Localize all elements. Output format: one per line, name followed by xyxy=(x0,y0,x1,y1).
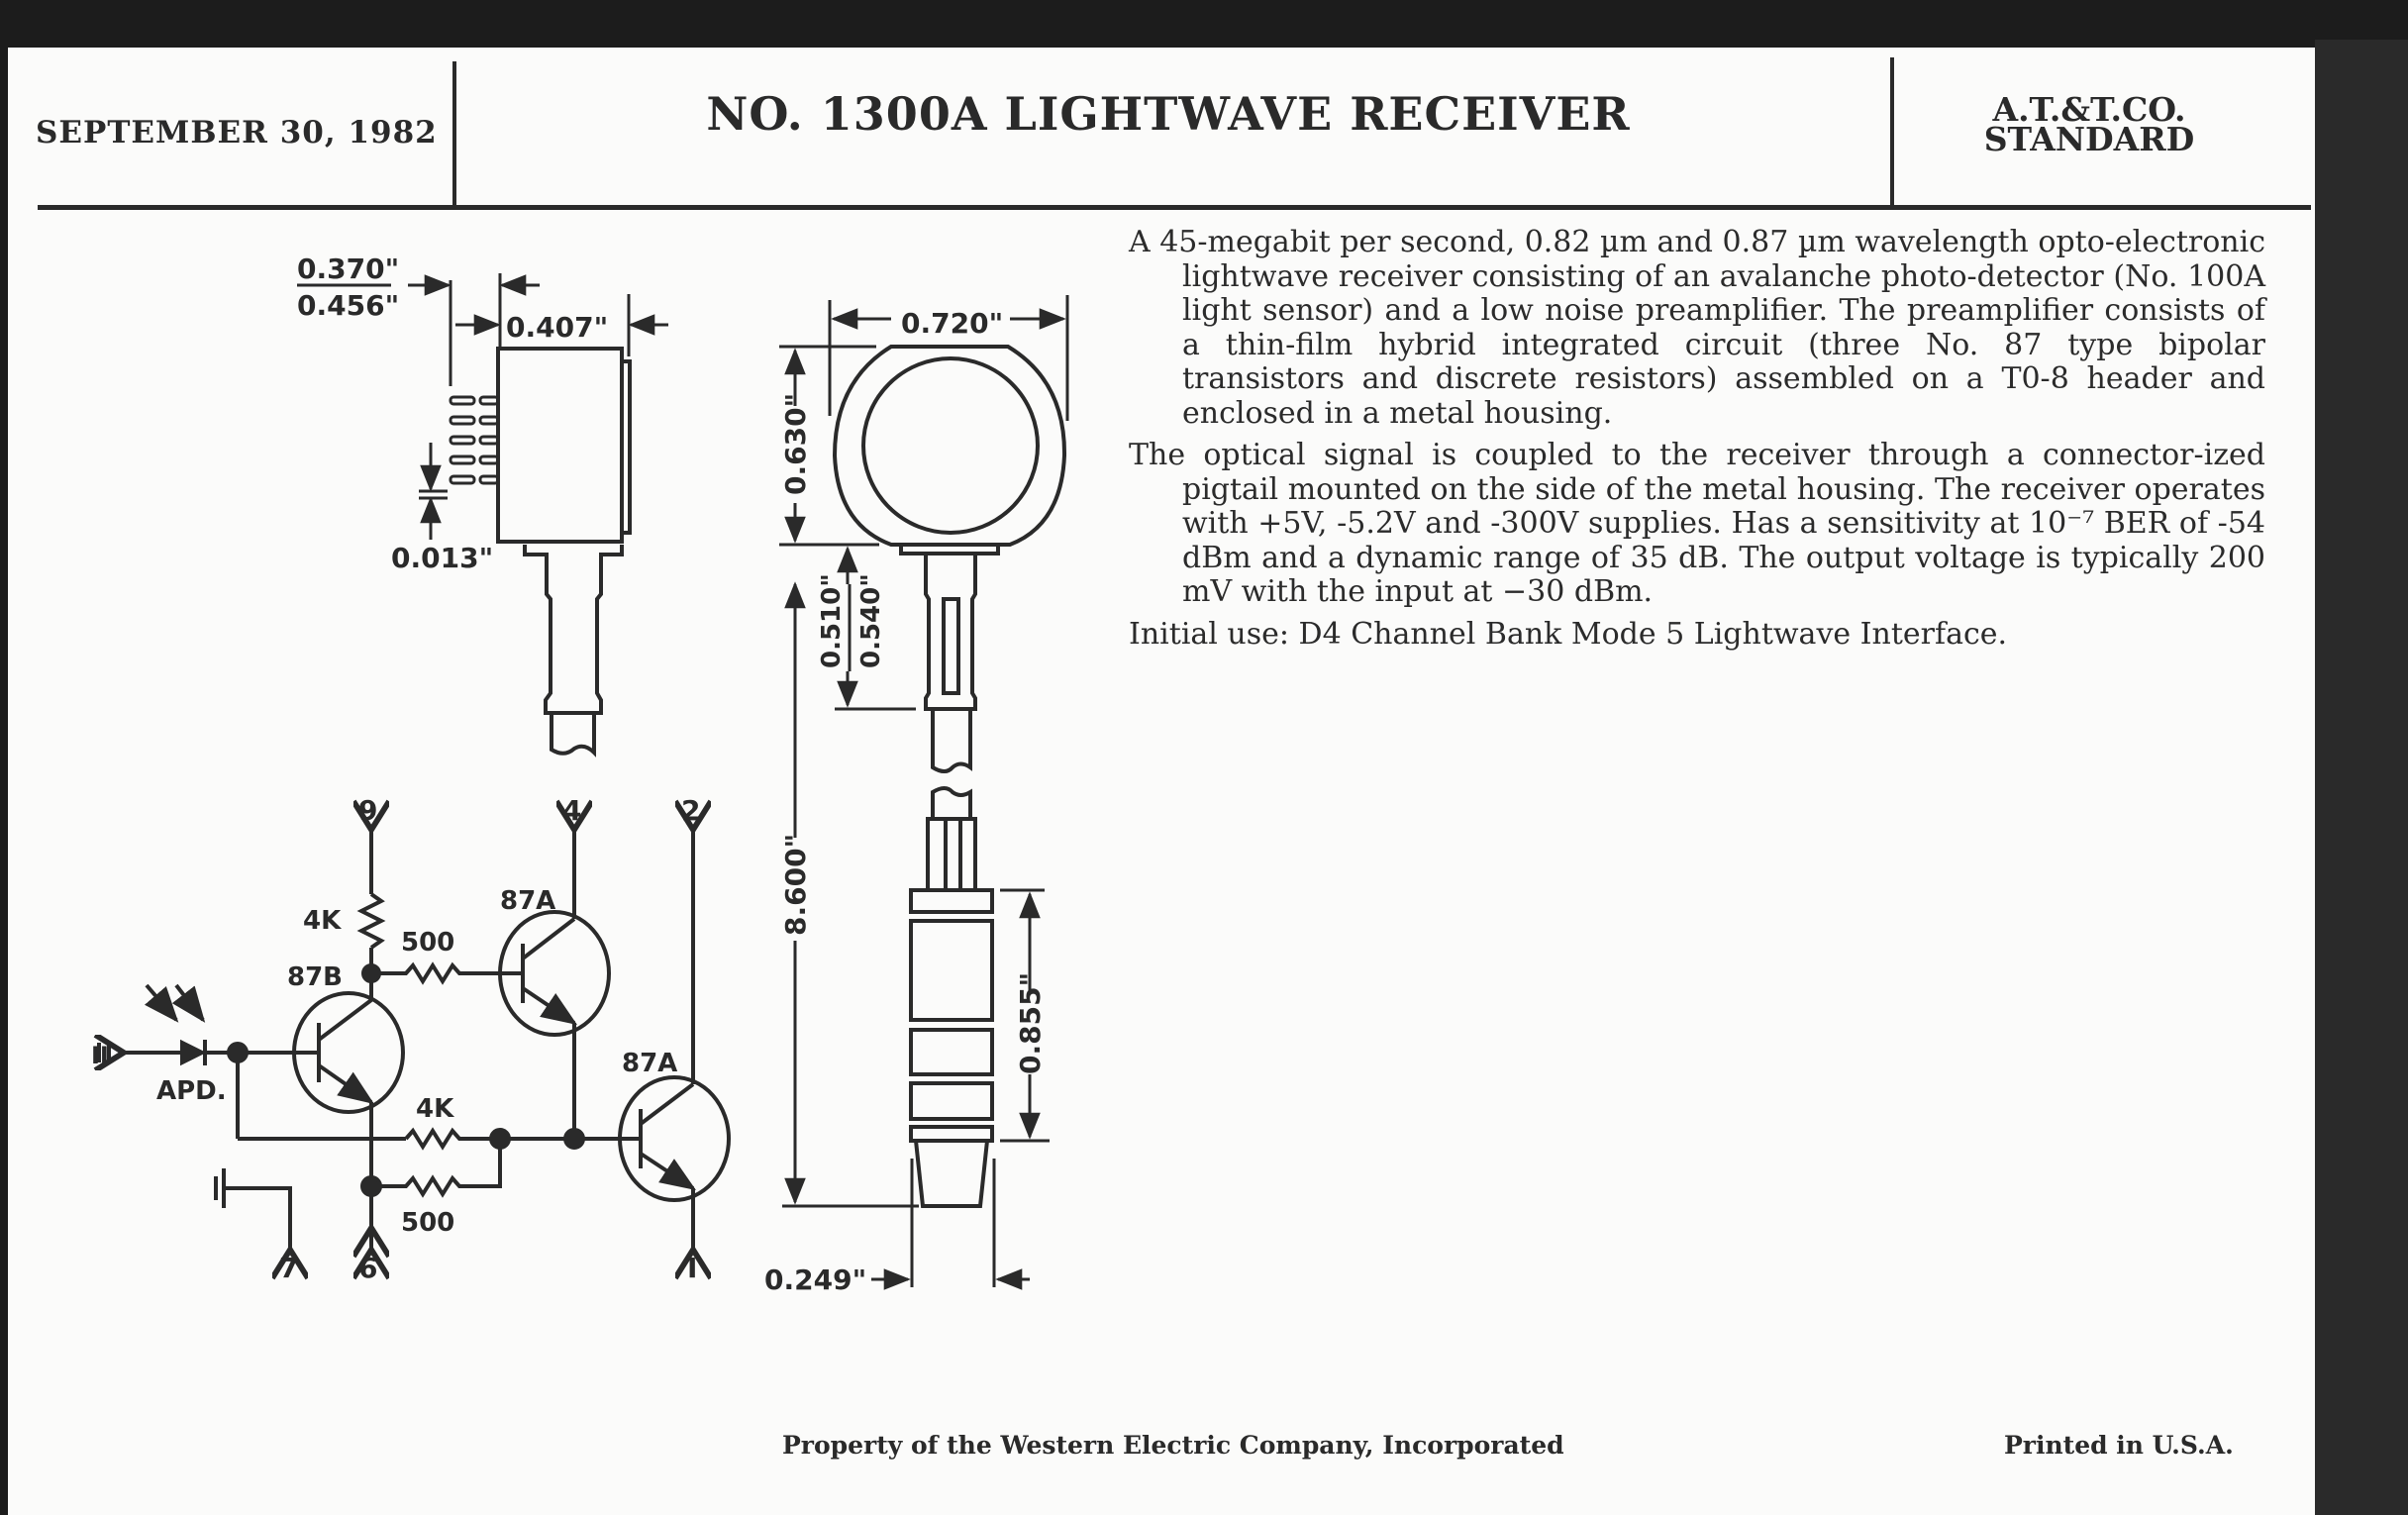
housing-flange xyxy=(899,543,1000,556)
resistor-4k-feedback xyxy=(404,1127,500,1151)
scan-border xyxy=(2315,40,2408,1515)
receiver-housing xyxy=(832,345,1067,547)
header-rule xyxy=(38,205,2311,210)
connector-tip xyxy=(913,1139,990,1208)
dim-tip-diameter: 0.249" xyxy=(764,1263,866,1296)
dim-lead-thickness: 0.013" xyxy=(391,542,493,574)
resistor-500-base-label: 500 xyxy=(401,928,454,958)
standard-line2: STANDARD xyxy=(1983,120,2195,158)
transistor-87b-label: 87B xyxy=(287,962,343,992)
resistor-500-emitter-label: 500 xyxy=(401,1208,454,1238)
strain-relief xyxy=(926,817,977,892)
housing-cover xyxy=(624,359,632,535)
resistor-4k-collector-label: 4K xyxy=(303,906,342,936)
schematic xyxy=(99,830,731,1250)
connector-body xyxy=(909,919,994,1022)
standard-badge: A.T.&T.CO. STANDARD xyxy=(1941,90,2238,158)
pigtail-stem xyxy=(924,554,977,711)
dim-lead-offset-min: 0.370" xyxy=(297,252,399,285)
description-paragraph: A 45-megabit per second, 0.82 µm and 0.8… xyxy=(1129,225,2265,431)
pigtail-fiber xyxy=(550,715,596,758)
connector-ring xyxy=(909,1125,994,1143)
footer-property: Property of the Western Electric Company… xyxy=(782,1431,1564,1460)
dim-stem-max: 0.540" xyxy=(856,573,886,668)
description-paragraph: Initial use: D4 Channel Bank Mode 5 Ligh… xyxy=(1129,616,2008,652)
pin-4-label: 4 xyxy=(562,794,581,827)
transistor-87a-upper-label: 87A xyxy=(500,886,555,916)
header-divider-left xyxy=(452,61,456,206)
dim-housing-height: 0.630" xyxy=(779,393,812,495)
pin-9-label: 9 xyxy=(358,794,377,827)
footer-printed: Printed in U.S.A. xyxy=(2004,1431,2234,1460)
resistor-4k-feedback-label: 4K xyxy=(416,1094,454,1124)
side-view-drawing xyxy=(297,273,668,758)
dim-lead-offset-max: 0.456" xyxy=(297,289,399,322)
connector-body xyxy=(909,1028,994,1076)
dim-stem-min: 0.510" xyxy=(817,573,847,668)
datasheet-page xyxy=(8,48,2315,1515)
pigtail-stem xyxy=(523,545,624,715)
resistor-500-base xyxy=(371,961,500,985)
housing-body xyxy=(496,347,624,544)
connector-body xyxy=(909,1081,994,1121)
header-divider-right xyxy=(1890,57,1894,206)
pin-6-label: 6 xyxy=(358,1252,377,1284)
dim-connector-length: 0.855" xyxy=(1014,972,1047,1074)
transistor-87a-lower-label: 87A xyxy=(622,1049,677,1078)
dim-total-length: 8.600" xyxy=(779,834,812,936)
connector-ring xyxy=(909,888,994,914)
fiber-top xyxy=(931,709,972,773)
pin-1-label: I xyxy=(687,1252,697,1284)
pin-7-label: 7 xyxy=(279,1252,298,1284)
description: A 45-megabit per second, 0.82 µm and 0.8… xyxy=(1129,225,2265,659)
front-view-drawing xyxy=(779,295,1069,1290)
fiber-bottom xyxy=(931,786,972,821)
pin-11-label: II xyxy=(91,1042,109,1069)
page-title: NO. 1300A LIGHTWAVE RECEIVER xyxy=(706,87,1631,141)
pin-2-label: 2 xyxy=(681,794,700,827)
description-paragraph: The optical signal is coupled to the rec… xyxy=(1129,438,2265,609)
receiver-window xyxy=(861,356,1040,535)
dim-body-width: 0.407" xyxy=(506,311,608,344)
resistor-4k-collector xyxy=(356,892,386,950)
apd-label: APD. xyxy=(156,1076,227,1106)
standard-line1: A.T.&T.CO. xyxy=(1992,90,2186,129)
resistor-500-emitter xyxy=(371,1139,502,1198)
leads xyxy=(449,395,500,485)
dim-width: 0.720" xyxy=(901,307,1003,340)
stem-slot xyxy=(942,597,960,695)
issue-date: SEPTEMBER 30, 1982 xyxy=(36,115,438,151)
